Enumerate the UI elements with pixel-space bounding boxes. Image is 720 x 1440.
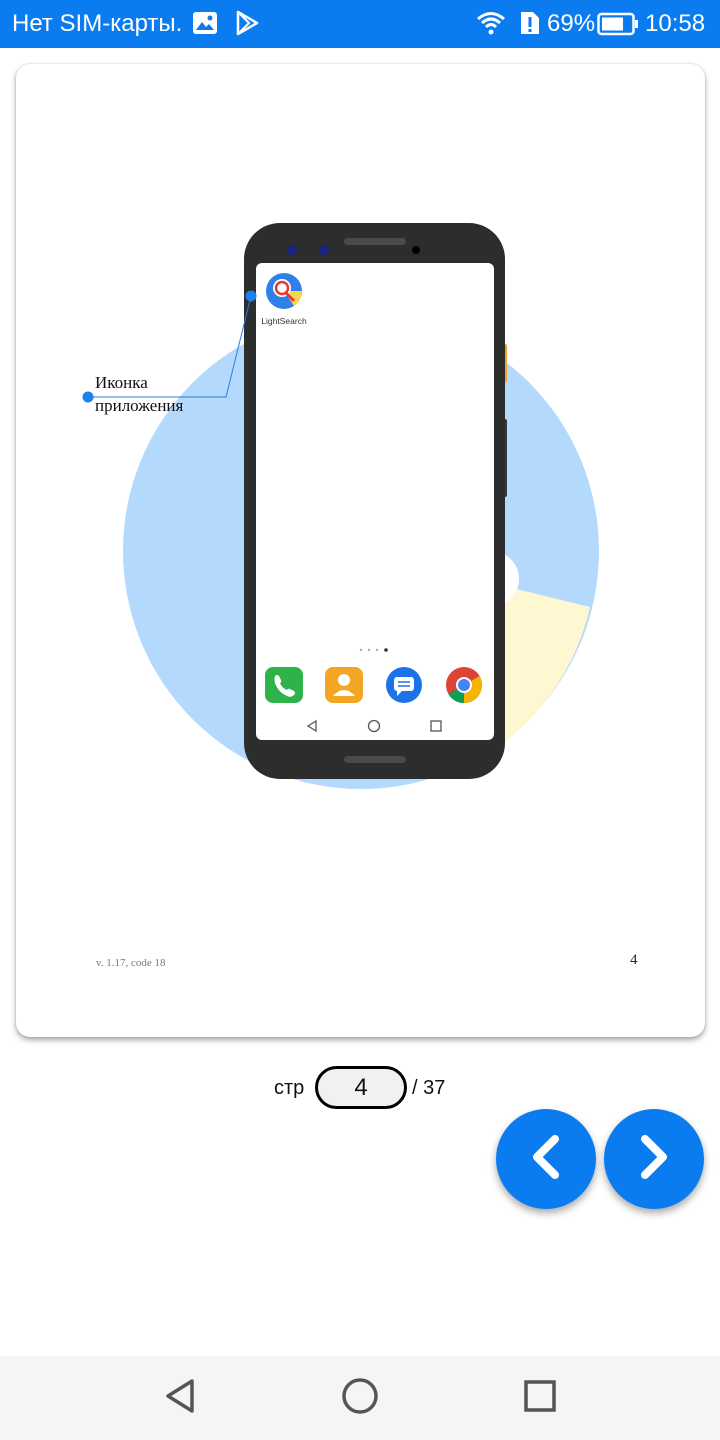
contacts-icon (325, 667, 363, 703)
page-label: стр (274, 1077, 305, 1099)
recents-button[interactable] (516, 1374, 564, 1422)
home-icon (340, 1376, 380, 1421)
annotation-line-2: приложения (95, 396, 184, 415)
back-button[interactable] (156, 1374, 204, 1422)
wifi-icon (476, 10, 506, 41)
chevron-right-icon (634, 1132, 674, 1187)
status-bar: Нет SIM-карты. 69% 10:58 (0, 0, 720, 48)
page-total: / 37 (412, 1077, 446, 1099)
clock: 10:58 (645, 10, 706, 37)
document-page[interactable]: LightSearch Иконка приложения v. 1.17, c… (16, 64, 705, 1037)
system-navigation-bar (0, 1356, 720, 1440)
page-number-footer: 4 (630, 952, 638, 968)
home-button[interactable] (336, 1374, 384, 1422)
alert-icon (518, 10, 542, 41)
chevron-left-icon (526, 1132, 566, 1187)
gallery-icon (192, 10, 218, 41)
version-footer: v. 1.17, code 18 (96, 957, 166, 969)
annotation-line-1: Иконка (95, 373, 148, 392)
annotation-label: Иконка приложения (95, 371, 183, 417)
lightsearch-app-icon (266, 273, 303, 309)
battery-icon (597, 12, 639, 41)
carrier-text: Нет SIM-карты. (12, 10, 183, 37)
next-page-button[interactable] (604, 1109, 704, 1209)
previous-page-button[interactable] (496, 1109, 596, 1209)
battery-percent: 69% (547, 10, 596, 37)
chrome-icon (446, 667, 483, 704)
phone-illustration: LightSearch (82, 223, 599, 789)
page-number-input[interactable] (315, 1066, 407, 1109)
phone-icon (265, 667, 303, 703)
messages-icon (386, 667, 422, 703)
recents-icon (520, 1376, 560, 1421)
app-icon-label: LightSearch (261, 316, 307, 326)
back-icon (160, 1376, 200, 1421)
play-store-icon (234, 10, 260, 41)
